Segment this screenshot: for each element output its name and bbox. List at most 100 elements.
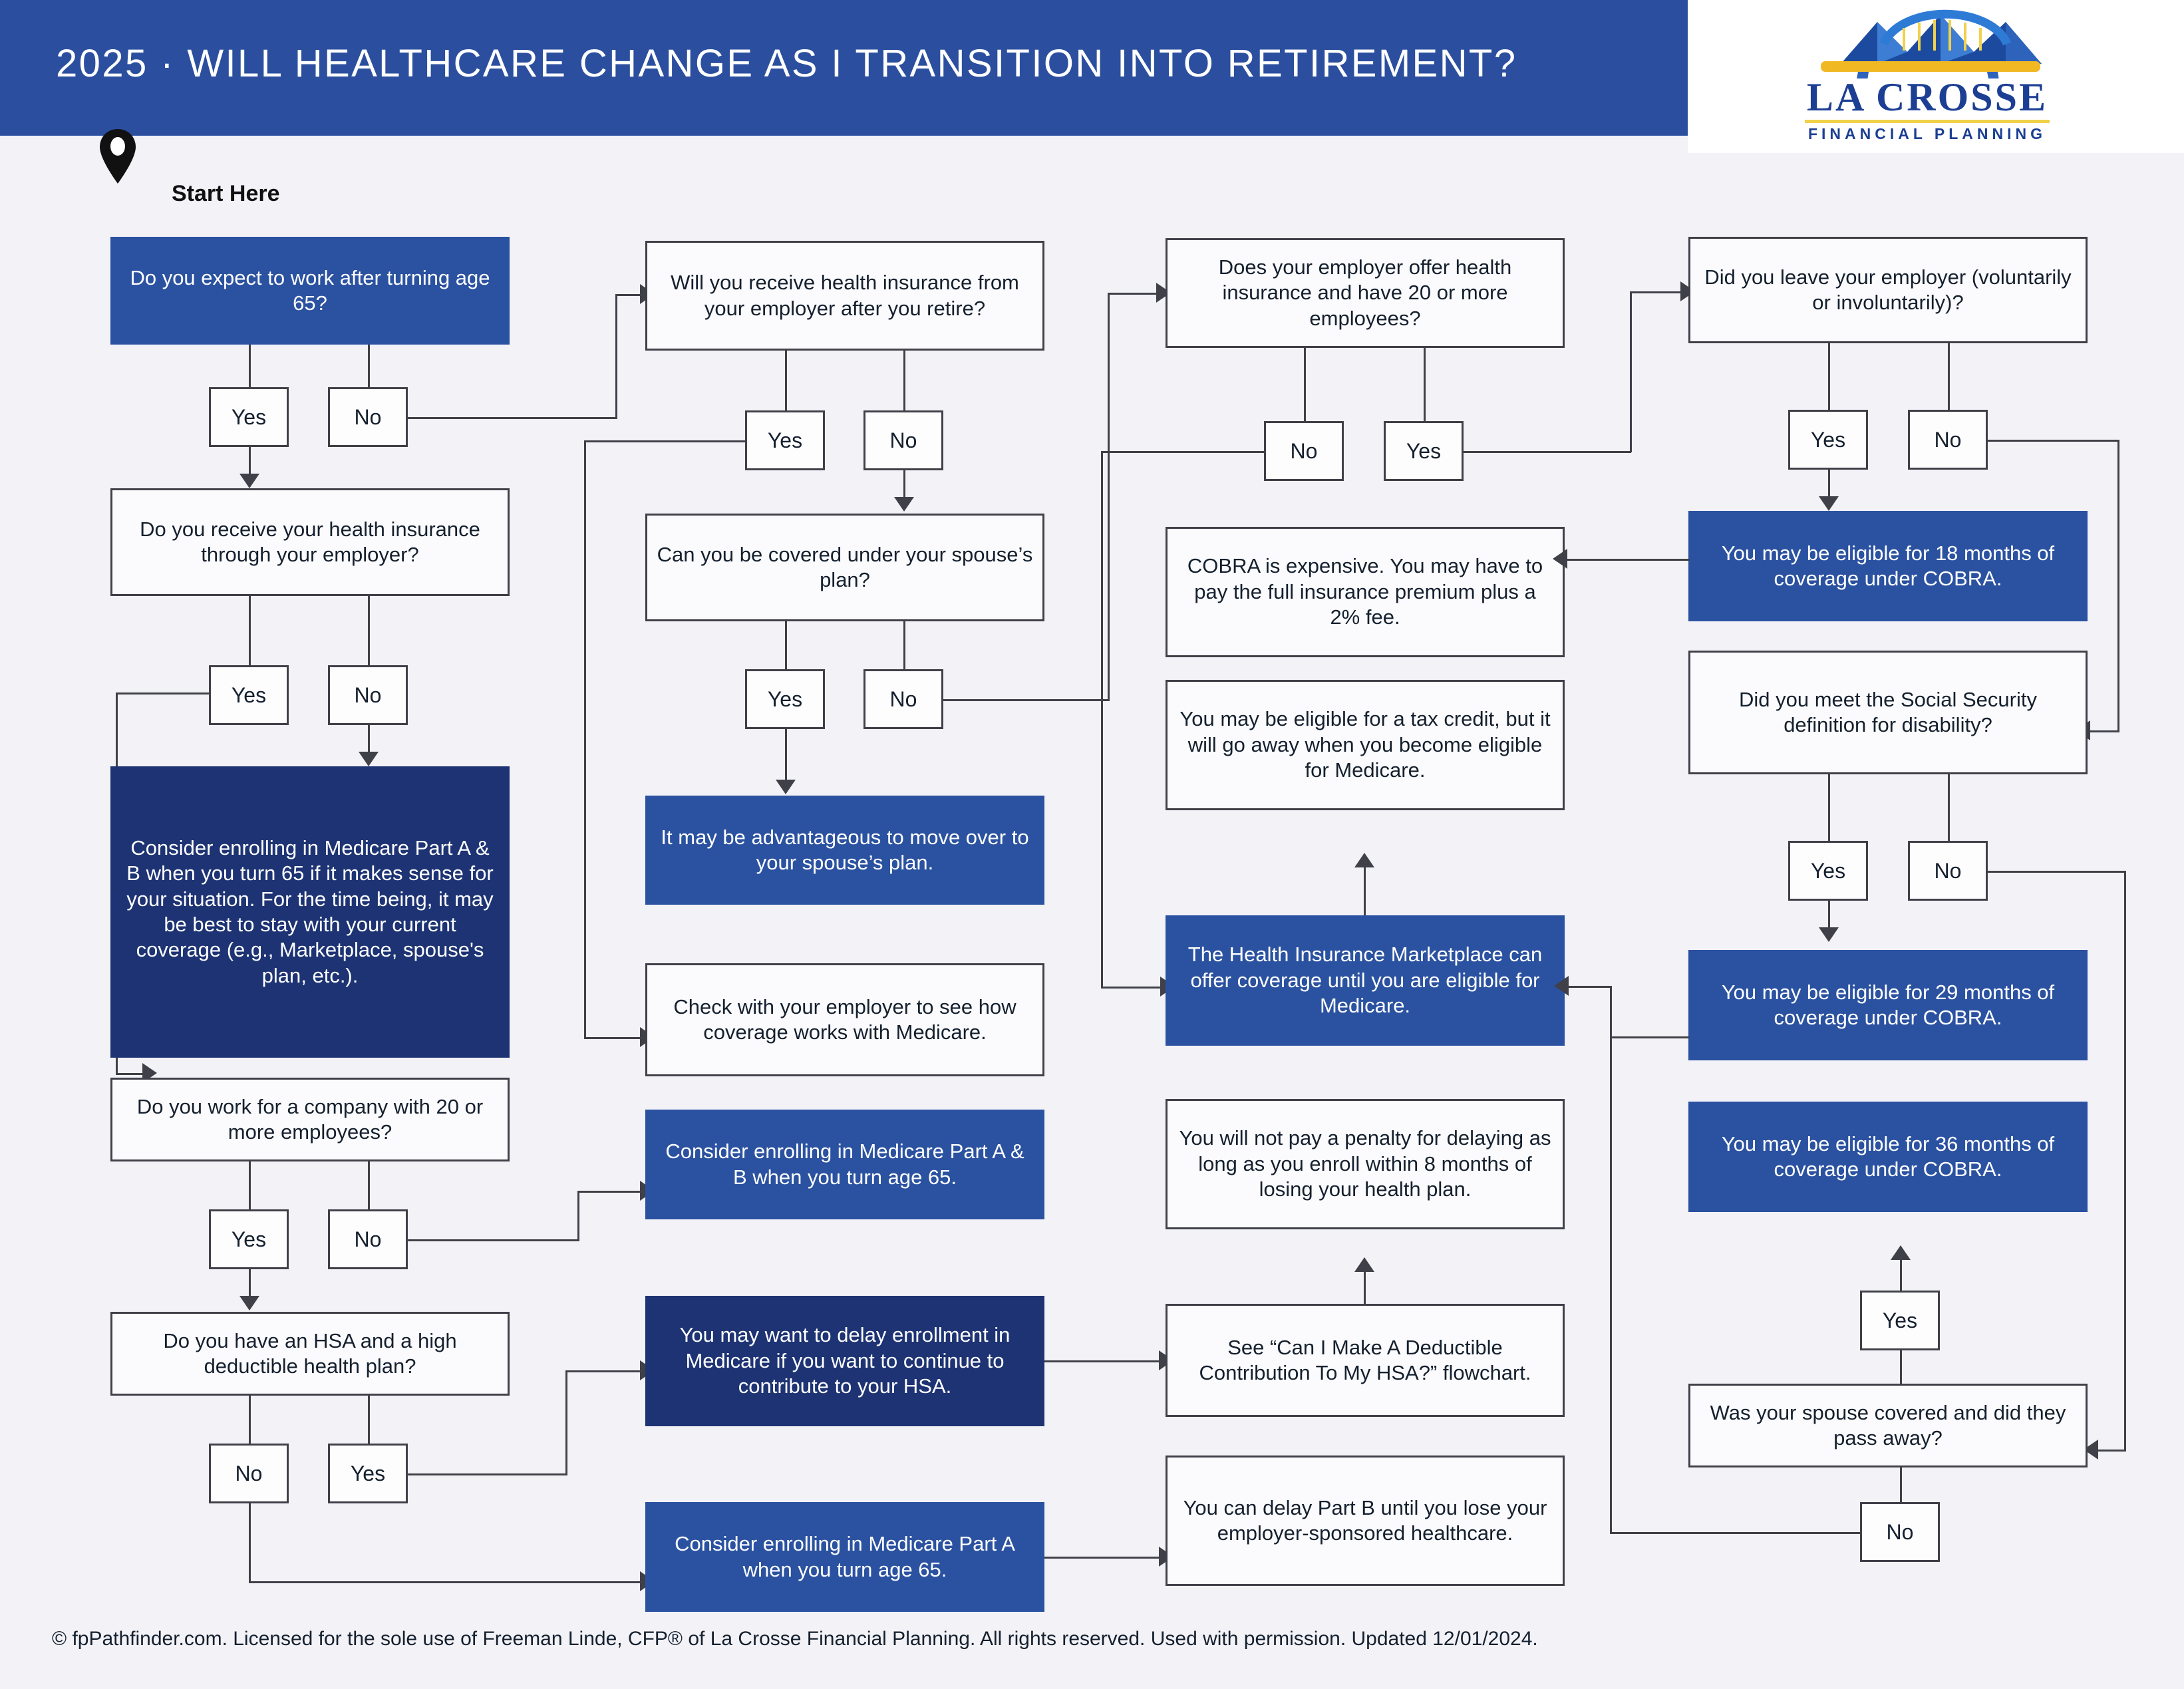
logo-area: LA CROSSE FINANCIAL PLANNING bbox=[1688, 0, 2184, 153]
connector bbox=[1101, 451, 1103, 989]
branch-no-employer-offers[interactable]: No bbox=[1264, 421, 1344, 481]
node-insurance-through-employer[interactable]: Do you receive your health insurance thr… bbox=[110, 488, 510, 596]
connector bbox=[1567, 986, 1611, 988]
node-spouse-plan[interactable]: Can you be covered under your spouse’s p… bbox=[645, 514, 1044, 621]
connector bbox=[1988, 440, 2119, 442]
connector bbox=[1101, 987, 1165, 989]
map-pin-icon bbox=[100, 129, 136, 184]
node-employer-offers-20-employees[interactable]: Does your employer offer health insuranc… bbox=[1166, 238, 1565, 348]
arrow-up-icon bbox=[1354, 1257, 1374, 1272]
connector bbox=[249, 1503, 251, 1583]
branch-no-spouse-covered[interactable]: No bbox=[1860, 1502, 1940, 1562]
branch-yes-spouse-covered[interactable]: Yes bbox=[1860, 1291, 1940, 1350]
connector bbox=[408, 1473, 567, 1475]
connector bbox=[577, 1191, 579, 1241]
branch-no-ss-disability[interactable]: No bbox=[1908, 841, 1988, 901]
node-delay-part-b[interactable]: You can delay Part B until you lose your… bbox=[1166, 1456, 1565, 1586]
connector bbox=[368, 725, 370, 760]
branch-no-spouse-plan[interactable]: No bbox=[863, 669, 943, 729]
branch-no-work-after-65[interactable]: No bbox=[328, 387, 408, 447]
node-ss-disability[interactable]: Did you meet the Social Security definit… bbox=[1688, 651, 2088, 774]
connector bbox=[1900, 1350, 1902, 1384]
branch-no-insurance-employer[interactable]: No bbox=[328, 665, 408, 725]
node-hsa-hdhp[interactable]: Do you have an HSA and a high deductible… bbox=[110, 1312, 510, 1396]
connector bbox=[249, 345, 251, 387]
node-consider-medicare-a-age65[interactable]: Consider enrolling in Medicare Part A wh… bbox=[645, 1502, 1044, 1612]
logo-subtitle: FINANCIAL PLANNING bbox=[1807, 125, 2046, 142]
connector bbox=[584, 1037, 645, 1039]
node-delay-enrollment-hsa[interactable]: You may want to delay enrollment in Medi… bbox=[645, 1296, 1044, 1426]
node-tax-credit[interactable]: You may be eligible for a tax credit, bu… bbox=[1166, 680, 1565, 810]
connector bbox=[2124, 871, 2126, 1452]
node-insurance-after-retire[interactable]: Will you receive health insurance from y… bbox=[645, 241, 1044, 351]
connector bbox=[1948, 343, 1950, 410]
arrow-down-icon bbox=[776, 780, 796, 794]
connector bbox=[1828, 901, 1830, 935]
logo-name: LA CROSSE bbox=[1806, 75, 2048, 119]
branch-yes-ss-disability[interactable]: Yes bbox=[1788, 841, 1868, 901]
node-cobra-29-months[interactable]: You may be eligible for 29 months of cov… bbox=[1688, 950, 2088, 1060]
connector bbox=[249, 1581, 645, 1583]
node-company-20-employees[interactable]: Do you work for a company with 20 or mor… bbox=[110, 1078, 510, 1161]
node-marketplace[interactable]: The Health Insurance Marketplace can off… bbox=[1166, 915, 1565, 1046]
branch-no-left-employer[interactable]: No bbox=[1908, 410, 1988, 470]
branch-yes-left-employer[interactable]: Yes bbox=[1788, 410, 1868, 470]
connector bbox=[1424, 348, 1426, 421]
node-check-with-employer[interactable]: Check with your employer to see how cove… bbox=[645, 963, 1044, 1076]
branch-yes-company-20[interactable]: Yes bbox=[209, 1209, 289, 1269]
connector bbox=[1464, 451, 1631, 453]
connector bbox=[408, 1239, 579, 1241]
branch-no-insurance-after-retire[interactable]: No bbox=[863, 410, 943, 470]
branch-yes-insurance-after-retire[interactable]: Yes bbox=[745, 410, 825, 470]
node-move-to-spouse-plan[interactable]: It may be advantageous to move over to y… bbox=[645, 796, 1044, 905]
connector bbox=[1364, 1263, 1366, 1304]
connector bbox=[1101, 451, 1266, 453]
arrow-down-icon bbox=[1819, 927, 1839, 942]
connector bbox=[785, 621, 787, 669]
connector bbox=[1828, 343, 1830, 410]
arrow-down-icon bbox=[239, 1296, 259, 1310]
node-left-employer[interactable]: Did you leave your employer (voluntarily… bbox=[1688, 237, 2088, 343]
arrow-down-icon bbox=[894, 497, 914, 512]
start-here-label: Start Here bbox=[172, 181, 280, 206]
connector bbox=[615, 294, 617, 418]
node-see-hsa-flowchart[interactable]: See “Can I Make A Deductible Contributio… bbox=[1166, 1304, 1565, 1417]
connector bbox=[1828, 470, 1830, 504]
connector bbox=[1610, 986, 1612, 1038]
node-spouse-covered-passed[interactable]: Was your spouse covered and did they pas… bbox=[1688, 1384, 2088, 1467]
node-consider-medicare-ab-age65[interactable]: Consider enrolling in Medicare Part A & … bbox=[645, 1110, 1044, 1219]
connector bbox=[368, 596, 370, 617]
branch-yes-hsa-hdhp[interactable]: Yes bbox=[328, 1444, 408, 1503]
branch-yes-insurance-employer[interactable]: Yes bbox=[209, 665, 289, 725]
connector bbox=[2089, 730, 2119, 732]
connector bbox=[1044, 1557, 1164, 1559]
connector bbox=[903, 470, 905, 505]
branch-yes-employer-offers[interactable]: Yes bbox=[1384, 421, 1464, 481]
connector bbox=[1044, 1360, 1164, 1362]
connector bbox=[408, 417, 617, 419]
branch-yes-spouse-plan[interactable]: Yes bbox=[745, 669, 825, 729]
connector bbox=[1610, 1532, 1861, 1534]
node-no-penalty-8-months[interactable]: You will not pay a penalty for delaying … bbox=[1166, 1099, 1565, 1229]
connector bbox=[1610, 1036, 1690, 1038]
node-work-after-65[interactable]: Do you expect to work after turning age … bbox=[110, 237, 510, 345]
node-cobra-expensive[interactable]: COBRA is expensive. You may have to pay … bbox=[1166, 527, 1565, 657]
node-consider-medicare-ab-65[interactable]: Consider enrolling in Medicare Part A & … bbox=[110, 766, 510, 1058]
node-cobra-18-months[interactable]: You may be eligible for 18 months of cov… bbox=[1688, 511, 2088, 621]
branch-no-hsa-hdhp[interactable]: No bbox=[209, 1444, 289, 1503]
connector bbox=[584, 440, 746, 442]
branch-no-company-20[interactable]: No bbox=[328, 1209, 408, 1269]
connector bbox=[1610, 1038, 1612, 1533]
connector bbox=[1630, 291, 1684, 293]
node-cobra-36-months[interactable]: You may be eligible for 36 months of cov… bbox=[1688, 1102, 2088, 1212]
connector bbox=[249, 447, 251, 482]
connector bbox=[2097, 1450, 2125, 1452]
connector bbox=[249, 1161, 251, 1209]
branch-yes-work-after-65[interactable]: Yes bbox=[209, 387, 289, 447]
connector bbox=[903, 621, 905, 669]
connector bbox=[249, 1269, 251, 1304]
arrow-left-icon bbox=[1553, 549, 1567, 569]
connector bbox=[903, 351, 905, 410]
arrow-up-icon bbox=[1354, 853, 1374, 867]
